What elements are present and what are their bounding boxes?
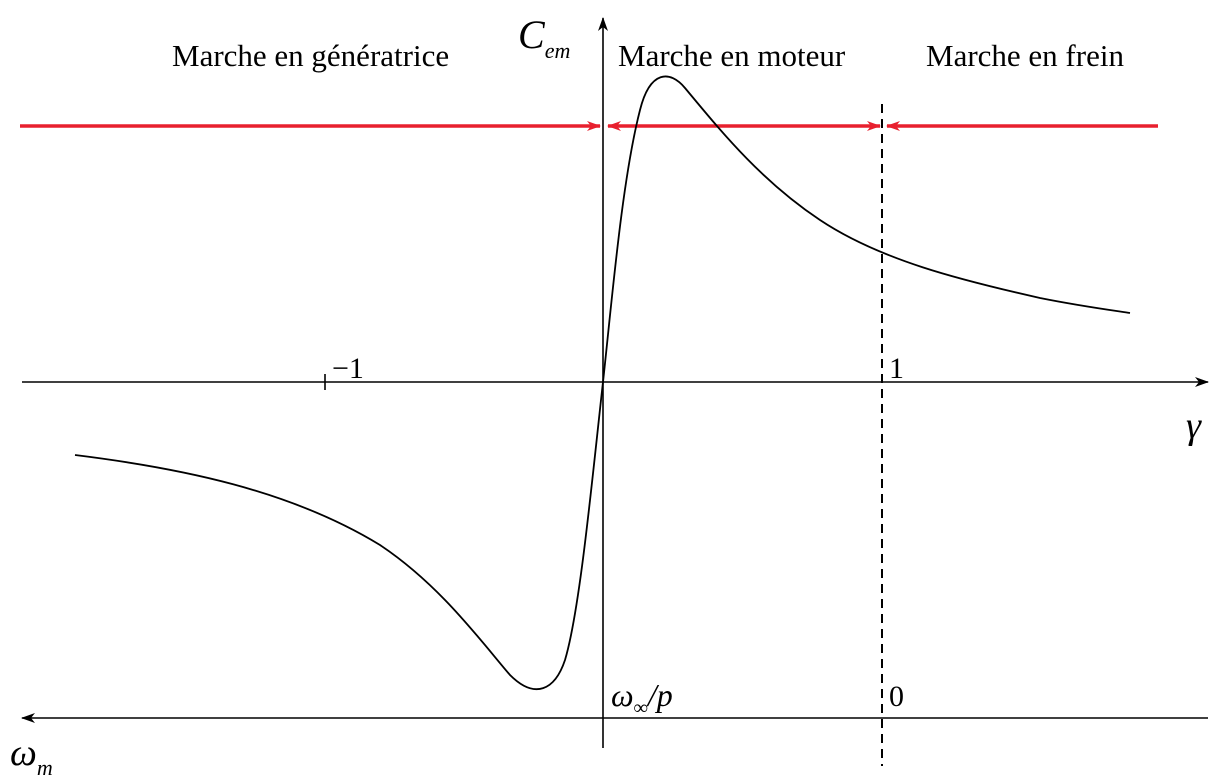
synchronous-speed-label-subscript: ∞ [634,697,648,719]
region-label-brake: Marche en frein [926,38,1124,73]
torque-axis-label: Cem [518,12,570,63]
region-label-generator: Marche en génératrice [172,38,449,73]
torque-axis-label-main: C [518,12,546,57]
torque-axis-label-subscript: em [545,38,571,63]
torque-slip-curve [74,75,1131,691]
tick-label-minus-one: −1 [332,352,364,385]
synchronous-speed-label-main: ω [611,677,634,713]
omega-axis-label: ωm [10,732,53,780]
region-label-motor: Marche en moteur [618,38,846,73]
gamma-axis-label: γ [1186,405,1202,447]
tick-label-one: 1 [889,352,904,385]
tick-label-zero: 0 [889,680,904,713]
synchronous-speed-label-rest: /p [646,677,673,713]
omega-axis-label-subscript: m [37,755,53,780]
axes [21,17,1209,766]
synchronous-speed-label: ω∞/p [611,677,673,719]
omega-axis-label-main: ω [10,732,37,774]
